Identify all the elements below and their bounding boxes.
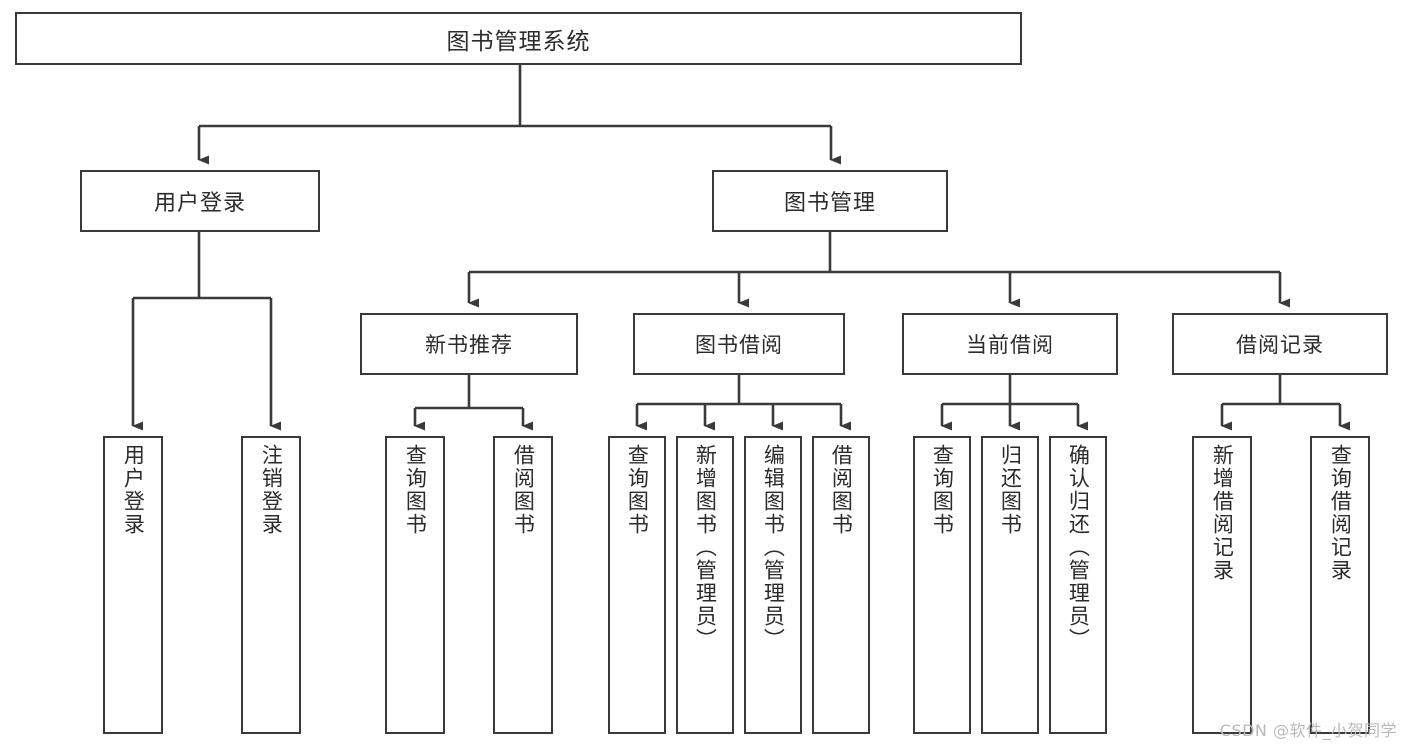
leaf-query-borrow-record[interactable]: 查询借阅记录 xyxy=(1310,436,1370,734)
node-label: 归还图书 xyxy=(998,444,1023,536)
node-label: 查询图书 xyxy=(403,444,428,536)
leaf-edit-book-admin[interactable]: 编辑图书（管理员） xyxy=(744,436,802,734)
node-label: 图书管理系统 xyxy=(446,28,591,55)
node-label: 用户登录 xyxy=(153,191,246,216)
leaf-add-borrow-record[interactable]: 新增借阅记录 xyxy=(1192,436,1252,734)
node-label: 查询图书 xyxy=(625,444,650,536)
leaf-return-book[interactable]: 归还图书 xyxy=(981,436,1039,734)
node-borrow-record[interactable]: 借阅记录 xyxy=(1172,313,1388,375)
node-label: 新书推荐 xyxy=(425,333,513,357)
leaf-query-book-current[interactable]: 查询图书 xyxy=(913,436,971,734)
leaf-query-book-borrow[interactable]: 查询图书 xyxy=(608,436,666,734)
node-label: 确认归还（管理员） xyxy=(1066,444,1091,651)
node-label: 编辑图书（管理员） xyxy=(761,444,786,651)
leaf-add-book-admin[interactable]: 新增图书（管理员） xyxy=(676,436,734,734)
leaf-borrow-book-new[interactable]: 借阅图书 xyxy=(493,436,553,734)
node-label: 用户登录 xyxy=(121,444,146,536)
leaf-user-login[interactable]: 用户登录 xyxy=(103,436,163,734)
node-label: 借阅记录 xyxy=(1236,333,1324,357)
node-label: 借阅图书 xyxy=(829,444,854,536)
node-label: 借阅图书 xyxy=(511,444,536,536)
leaf-confirm-return-admin[interactable]: 确认归还（管理员） xyxy=(1049,436,1107,734)
node-label: 图书借阅 xyxy=(695,333,783,357)
watermark-text: CSDN @软件_小贺同学 xyxy=(1219,721,1397,740)
node-label: 图书管理 xyxy=(783,191,876,216)
node-root-system[interactable]: 图书管理系统 xyxy=(15,12,1022,65)
node-label: 新增借阅记录 xyxy=(1210,444,1235,582)
node-current-borrow[interactable]: 当前借阅 xyxy=(902,313,1118,375)
node-new-book-recommend[interactable]: 新书推荐 xyxy=(360,313,578,375)
node-book-management[interactable]: 图书管理 xyxy=(712,170,948,232)
node-user-login[interactable]: 用户登录 xyxy=(80,170,320,232)
leaf-user-logout[interactable]: 注销登录 xyxy=(241,436,301,734)
node-label: 注销登录 xyxy=(259,444,284,536)
node-label: 新增图书（管理员） xyxy=(693,444,718,651)
node-label: 当前借阅 xyxy=(966,333,1054,357)
node-book-borrow[interactable]: 图书借阅 xyxy=(633,313,845,375)
node-label: 查询图书 xyxy=(930,444,955,536)
leaf-borrow-book[interactable]: 借阅图书 xyxy=(812,436,870,734)
node-label: 查询借阅记录 xyxy=(1328,444,1353,582)
leaf-query-book-new[interactable]: 查询图书 xyxy=(385,436,445,734)
